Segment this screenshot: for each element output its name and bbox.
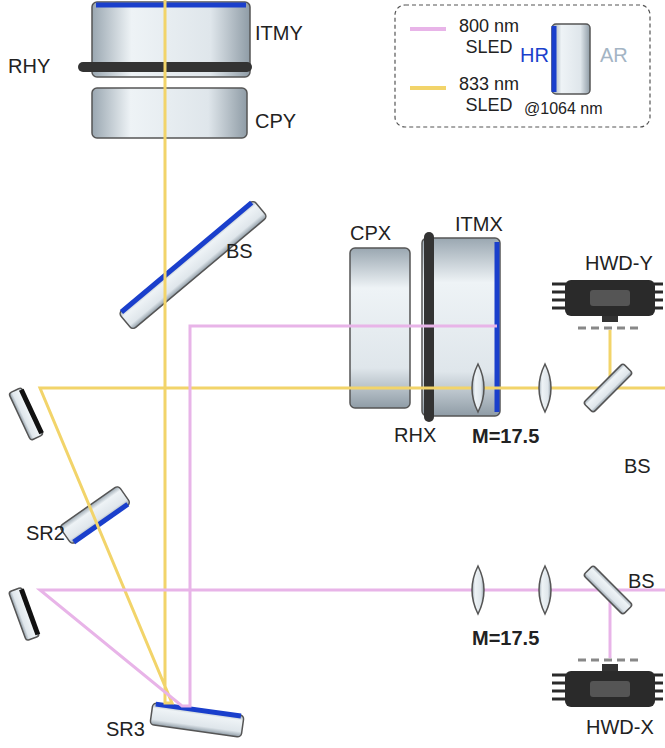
part-label: HWD-X: [586, 716, 654, 739]
compensation-plate: [92, 88, 247, 138]
steering-mirror: [9, 387, 44, 440]
sr2-mirror: [59, 485, 131, 544]
part-label: RHY: [8, 55, 50, 78]
legend-swatch: [410, 27, 446, 31]
steering-mirror: [9, 587, 40, 641]
camera: [552, 660, 663, 707]
beams: [40, 0, 665, 706]
beam-splitter: [583, 565, 632, 614]
legend-frame: [395, 5, 650, 127]
legend-label: 800 nm SLED: [458, 16, 520, 57]
part-label: CPY: [255, 110, 296, 133]
part-label: ITMX: [455, 213, 503, 236]
part-label: BS: [226, 240, 253, 263]
part-label: CPX: [350, 222, 391, 245]
part-label: SR2: [26, 522, 65, 545]
part-label: @1064 nm: [524, 100, 603, 118]
lenses: [472, 364, 551, 614]
part-label: HWD-Y: [585, 252, 653, 275]
beam-splitter: [583, 363, 632, 412]
part-label: ITMY: [255, 22, 303, 45]
compensation-plate: [350, 248, 410, 408]
legend-swatch: [410, 86, 446, 90]
sr3-mirror: [150, 703, 244, 738]
part-label: AR: [600, 44, 628, 67]
legend-label: 833 nm SLED: [458, 74, 520, 115]
part-label: HR: [520, 44, 549, 67]
legend-optic: [552, 24, 590, 94]
part-label: M=17.5: [472, 627, 539, 650]
part-label: SR3: [106, 718, 145, 741]
part-label: RHX: [394, 424, 436, 447]
camera: [552, 280, 663, 328]
part-label: M=17.5: [472, 425, 539, 448]
beam-splitter: [119, 200, 268, 330]
part-label: BS: [624, 455, 651, 478]
part-label: BS: [628, 570, 655, 593]
